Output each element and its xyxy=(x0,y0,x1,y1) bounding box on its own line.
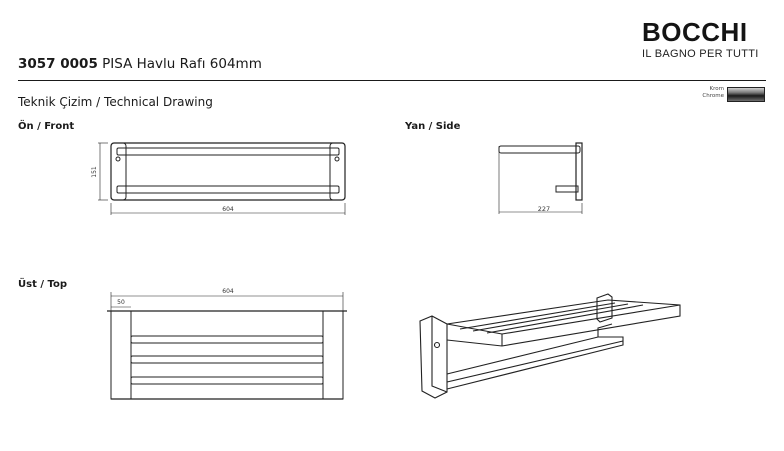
finish-chrome-swatch xyxy=(727,87,765,102)
side-view-label: Yan / Side xyxy=(405,121,461,132)
perspective-left-bracket xyxy=(419,315,448,399)
header-divider xyxy=(18,80,766,81)
top-bracket-dimension: 50 xyxy=(117,299,125,306)
front-width-dimension: 604 xyxy=(222,206,234,213)
top-bar-2 xyxy=(130,355,324,364)
top-bar-1 xyxy=(130,335,324,344)
front-lower-rail xyxy=(116,185,340,194)
perspective-upper-shelf xyxy=(446,299,681,347)
top-bar-3 xyxy=(130,376,324,385)
front-height-dimension: 151 xyxy=(91,166,98,178)
finish-label-tr: Krom xyxy=(709,86,724,92)
front-upper-rail xyxy=(116,147,340,156)
brand-logo-name: BOCCHI xyxy=(642,17,748,47)
side-upper-shelf xyxy=(498,145,581,154)
perspective-screw-icon xyxy=(433,341,441,349)
front-right-screw-icon xyxy=(334,156,340,162)
product-code: 3057 0005 xyxy=(18,56,98,72)
front-view-label: Ön / Front xyxy=(18,121,75,132)
front-right-bracket xyxy=(329,142,346,201)
side-depth-dimension: 227 xyxy=(538,205,550,213)
top-left-bracket xyxy=(110,310,132,400)
side-wall-plate xyxy=(575,142,583,201)
top-right-bracket xyxy=(322,310,344,400)
brand-tagline: IL BAGNO PER TUTTI xyxy=(642,48,759,60)
product-title: 3057 0005 PISA Havlu Rafı 604mm xyxy=(18,56,262,72)
front-view-drawing xyxy=(98,142,346,215)
top-view-drawing xyxy=(107,292,347,400)
front-left-bracket xyxy=(110,142,127,201)
perspective-lower-bar xyxy=(446,336,624,390)
side-lower-bar xyxy=(555,185,579,193)
finish-label-en: Chrome xyxy=(702,93,724,99)
front-outline xyxy=(110,142,346,201)
top-view-label: Üst / Top xyxy=(18,279,67,290)
product-name: PISA Havlu Rafı 604mm xyxy=(102,56,262,72)
side-view-drawing xyxy=(498,142,583,214)
top-width-dimension: 604 xyxy=(222,288,234,295)
section-title: Teknik Çizim / Technical Drawing xyxy=(18,95,213,109)
finish-labels: Krom Chrome xyxy=(688,86,724,100)
perspective-view-drawing xyxy=(419,293,681,399)
front-left-screw-icon xyxy=(115,156,121,162)
